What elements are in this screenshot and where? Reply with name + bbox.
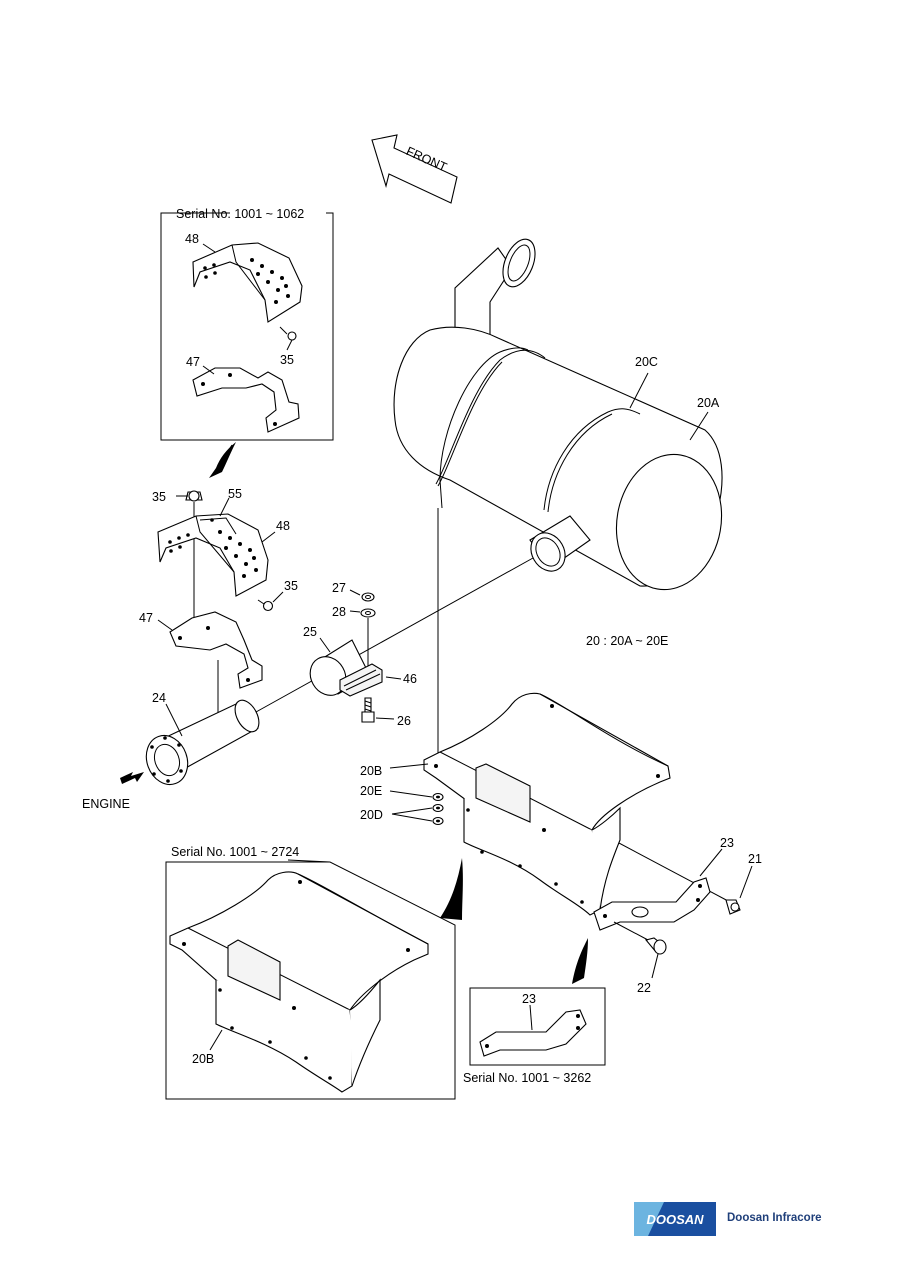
centerline-bracket <box>601 833 731 903</box>
callout-35-side: 35 <box>284 579 298 593</box>
bracket-47 <box>169 611 263 689</box>
muffler-20A <box>393 326 723 591</box>
washer-28 <box>360 608 376 618</box>
callout-48: 48 <box>276 519 290 533</box>
callout-23: 23 <box>720 836 734 850</box>
exhaust-pipe-24 <box>145 699 260 786</box>
cover-48 <box>157 513 269 597</box>
callout-20E: 20E <box>360 784 382 798</box>
bolt-26 <box>361 697 375 723</box>
callout-20A: 20A <box>697 396 720 410</box>
company-name: Doosan Infracore <box>727 1212 822 1224</box>
nut-27 <box>361 592 375 602</box>
detail-box-bottom-left: Serial No. 1001 ~ 2724 20B <box>165 845 456 1100</box>
bracket-23 <box>593 877 711 931</box>
nuts-20D <box>432 803 444 826</box>
callout-55: 55 <box>228 487 242 501</box>
engine-arrow <box>120 772 144 784</box>
callout-27: 27 <box>332 581 346 595</box>
callout-47-detail: 47 <box>186 355 200 369</box>
callout-47: 47 <box>139 611 153 625</box>
detail-pointer-bottom-left <box>440 858 463 920</box>
bolt-35-side <box>257 599 274 612</box>
engine-label: ENGINE <box>82 797 130 811</box>
strap-20C <box>439 347 529 509</box>
callout-20B-detail: 20B <box>192 1052 214 1066</box>
callout-25: 25 <box>303 625 317 639</box>
callout-24: 24 <box>152 691 166 705</box>
bracket-20B <box>423 692 671 916</box>
callout-48-detail: 48 <box>185 232 199 246</box>
bracket-47-detail <box>192 367 300 433</box>
bolt-21 <box>725 899 741 915</box>
detail-title-top-left: Serial No. 1001 ~ 1062 <box>176 207 304 221</box>
callout-20C: 20C <box>635 355 658 369</box>
callout-26: 26 <box>397 714 411 728</box>
bracket-23-detail <box>479 1009 587 1057</box>
detail-title-bottom-right: Serial No. 1001 ~ 3262 <box>463 1071 591 1085</box>
bolt-35-top <box>185 490 203 502</box>
callout-28: 28 <box>332 605 346 619</box>
callout-35-top: 35 <box>152 490 166 504</box>
washer-20E <box>432 792 444 802</box>
bracket-20B-detail <box>169 871 429 1093</box>
front-arrow: FRONT <box>371 134 458 204</box>
cover-48-detail <box>192 242 303 323</box>
callout-22: 22 <box>637 981 651 995</box>
callout-21: 21 <box>748 852 762 866</box>
detail-pointer-bottom-right <box>572 938 588 984</box>
bolt-22 <box>645 937 667 955</box>
detail-title-bottom-left: Serial No. 1001 ~ 2724 <box>171 845 299 859</box>
detail-box-top-left: Serial No. 1001 ~ 1062 48 35 <box>160 207 334 441</box>
callout-35-detail: 35 <box>280 353 294 367</box>
centerline-inlet <box>255 557 534 713</box>
mount-46 <box>339 663 383 697</box>
range-note: 20 : 20A ~ 20E <box>586 634 668 648</box>
doosan-logo: DOOSAN <box>634 1202 716 1236</box>
callout-20B: 20B <box>360 764 382 778</box>
logo-wordmark: DOOSAN <box>646 1212 704 1227</box>
muffler-inlet <box>529 515 591 572</box>
detail-box-bottom-right: Serial No. 1001 ~ 3262 23 <box>463 987 606 1085</box>
callout-20D: 20D <box>360 808 383 822</box>
callout-46: 46 <box>403 672 417 686</box>
bolt-35-detail <box>279 326 297 351</box>
callout-23-detail: 23 <box>522 992 536 1006</box>
